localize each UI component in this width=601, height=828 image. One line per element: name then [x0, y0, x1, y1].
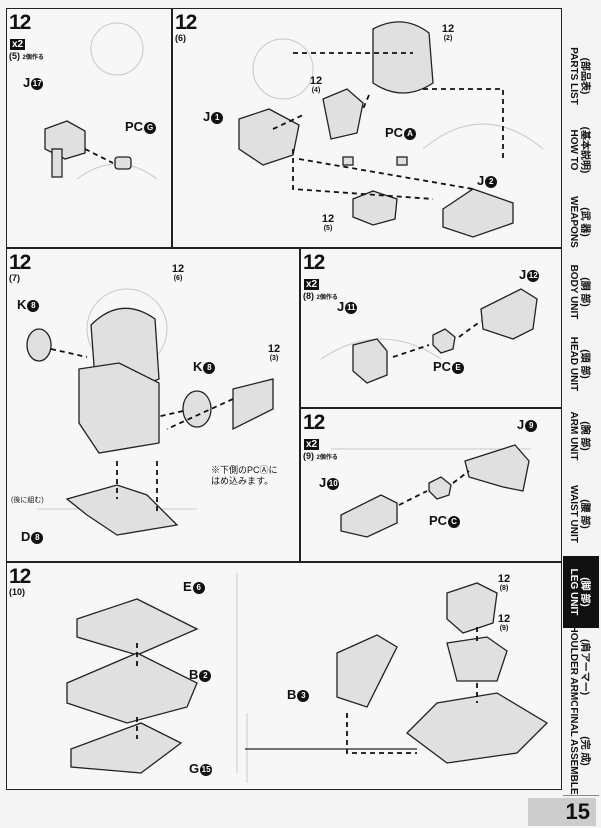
step-number: 12 — [9, 11, 31, 34]
sidebar-tab-head-unit[interactable]: (頭 部)HEAD UNIT — [563, 328, 599, 401]
step-substep: (10) — [9, 587, 26, 597]
section-sidebar: (部品表)PARTS LIST (基本説明)HOW TO (武 器)WEAPON… — [563, 40, 599, 796]
note-pc-fitting: ※下側のPCⒶに はめ込みます。 — [211, 465, 278, 486]
step-substep: (6) — [175, 33, 186, 43]
step-multiplier: x2 — [10, 39, 26, 50]
ref-12-9: 12(9) — [497, 613, 511, 632]
assembly-illustration — [320, 288, 538, 384]
sidebar-tab-shoulder-armor[interactable]: (肩アーマー)SHOULDER ARMOR — [563, 619, 599, 715]
sidebar-tab-waist-unit[interactable]: (腰 部)WAIST UNIT — [563, 472, 599, 557]
ref-12-5: 12(5) — [321, 213, 335, 232]
sidebar-tab-leg-unit[interactable]: (脚 部)LEG UNIT — [563, 556, 599, 629]
sidebar-tab-how-to[interactable]: (基本説明)HOW TO — [563, 112, 599, 189]
ref-12-3: 12(3) — [267, 343, 281, 362]
ref-12-4: 12(4) — [309, 75, 323, 94]
ref-12-2: 12(2) — [441, 23, 455, 42]
step-label: 12 (10) — [9, 565, 45, 597]
assembly-illustration — [66, 573, 549, 783]
step-number: 12 — [9, 565, 31, 588]
step-substep: (9) 2個作る — [303, 451, 338, 461]
assembly-illustration — [238, 21, 544, 238]
sidebar-tab-arm-unit[interactable]: (腕 部)ARM UNIT — [563, 400, 599, 473]
assembly-illustration — [26, 288, 274, 536]
page-number: 15 — [528, 798, 596, 826]
sidebar-tab-parts-list[interactable]: (部品表)PARTS LIST — [563, 40, 599, 113]
step-number: 12 — [175, 11, 197, 34]
step-substep: (8) 2個作る — [303, 291, 338, 301]
assembly-illustration — [44, 22, 158, 180]
step-multiplier: x2 — [304, 279, 320, 290]
sidebar-tab-final-assemble[interactable]: (完 成)FINAL ASSEMBLE — [563, 706, 599, 796]
step-substep: (5) 2個作る — [9, 51, 44, 61]
assembly-illustration — [331, 444, 531, 538]
step-number: 12 — [303, 251, 325, 274]
step-label: 12 (6) — [175, 11, 211, 43]
step-substep: (7) — [9, 273, 20, 283]
step-number: 12 — [303, 411, 325, 434]
step-number: 12 — [9, 251, 31, 274]
step-label: 12 (7) — [9, 251, 45, 283]
step-label: 12 x2 (9) 2個作る — [303, 411, 339, 461]
note-assemble-later: (後に組む) — [11, 497, 44, 504]
sidebar-tab-body-unit[interactable]: (胴 部)BODY UNIT — [563, 256, 599, 329]
sidebar-tab-weapons[interactable]: (武 器)WEAPONS — [563, 188, 599, 257]
ref-12-6: 12(6) — [171, 263, 185, 282]
ref-12-8: 12(8) — [497, 573, 511, 592]
step-label: 12 x2 (8) 2個作る — [303, 251, 339, 301]
step-multiplier: x2 — [304, 439, 320, 450]
step-label: 12 x2 (5) 2個作る — [9, 11, 45, 61]
